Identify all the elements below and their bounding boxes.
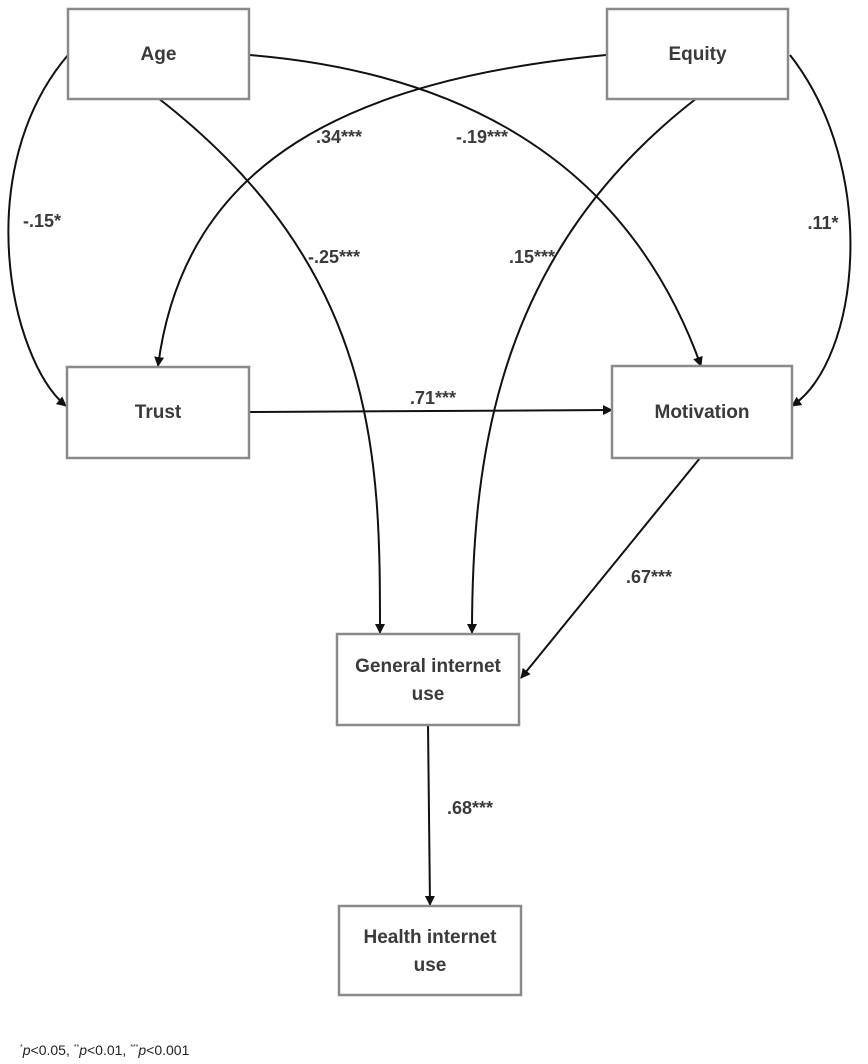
edge-age-general [157, 97, 385, 634]
coef-equity-trust: .34*** [316, 127, 362, 147]
node-equity: Equity [605, 7, 790, 101]
coef-equity-motivation: .11* [807, 213, 838, 233]
edge-trust-motivation [248, 405, 613, 416]
sig3-p: p [138, 1042, 147, 1058]
node-motivation: Motivation [610, 364, 794, 460]
node-age-label: Age [141, 44, 177, 65]
coef-age-general: -.25*** [308, 247, 360, 267]
edge-equity-general [467, 97, 698, 634]
sig1-stars: * [20, 1044, 23, 1051]
edge-equity-motivation [789, 54, 852, 407]
node-general-internet-use: General internet use [335, 632, 521, 727]
coef-general-health: .68*** [447, 798, 493, 818]
node-trust: Trust [65, 365, 251, 460]
node-age: Age [66, 7, 251, 101]
node-general-label-line2: use [412, 684, 445, 705]
node-trust-label: Trust [135, 402, 182, 423]
node-health-label-line1: Health internet [363, 927, 497, 948]
sig3-stars: *** [130, 1044, 139, 1051]
node-health-internet-use: Health internet use [337, 904, 523, 997]
edge-equity-trust [154, 54, 607, 367]
coef-age-motivation: -.19*** [456, 127, 508, 147]
coef-equity-general: .15*** [509, 247, 555, 267]
coef-trust-motivation: .71*** [410, 388, 456, 408]
node-health-label-line2: use [414, 955, 447, 976]
coef-motivation-general: .67*** [626, 567, 672, 587]
edge-motivation-general [520, 457, 701, 679]
sig2-p: p [79, 1042, 87, 1058]
significance-footnote: *p<0.05, **p<0.01, ***p<0.001 [20, 1042, 189, 1058]
sig3-threshold: <0.001 [146, 1042, 190, 1058]
sig2-stars: ** [73, 1044, 80, 1051]
node-motivation-label: Motivation [655, 402, 750, 423]
sig1-threshold: <0.05, [30, 1042, 74, 1058]
edge-age-trust [7, 54, 69, 407]
edge-age-motivation [249, 54, 703, 367]
edge-general-health [424, 724, 435, 906]
node-general-label-line1: General internet [355, 656, 501, 677]
node-equity-label: Equity [668, 44, 726, 65]
sig1-p: p [22, 1042, 31, 1058]
sig2-threshold: <0.01, [86, 1042, 131, 1058]
coef-age-trust: -.15* [23, 211, 61, 231]
